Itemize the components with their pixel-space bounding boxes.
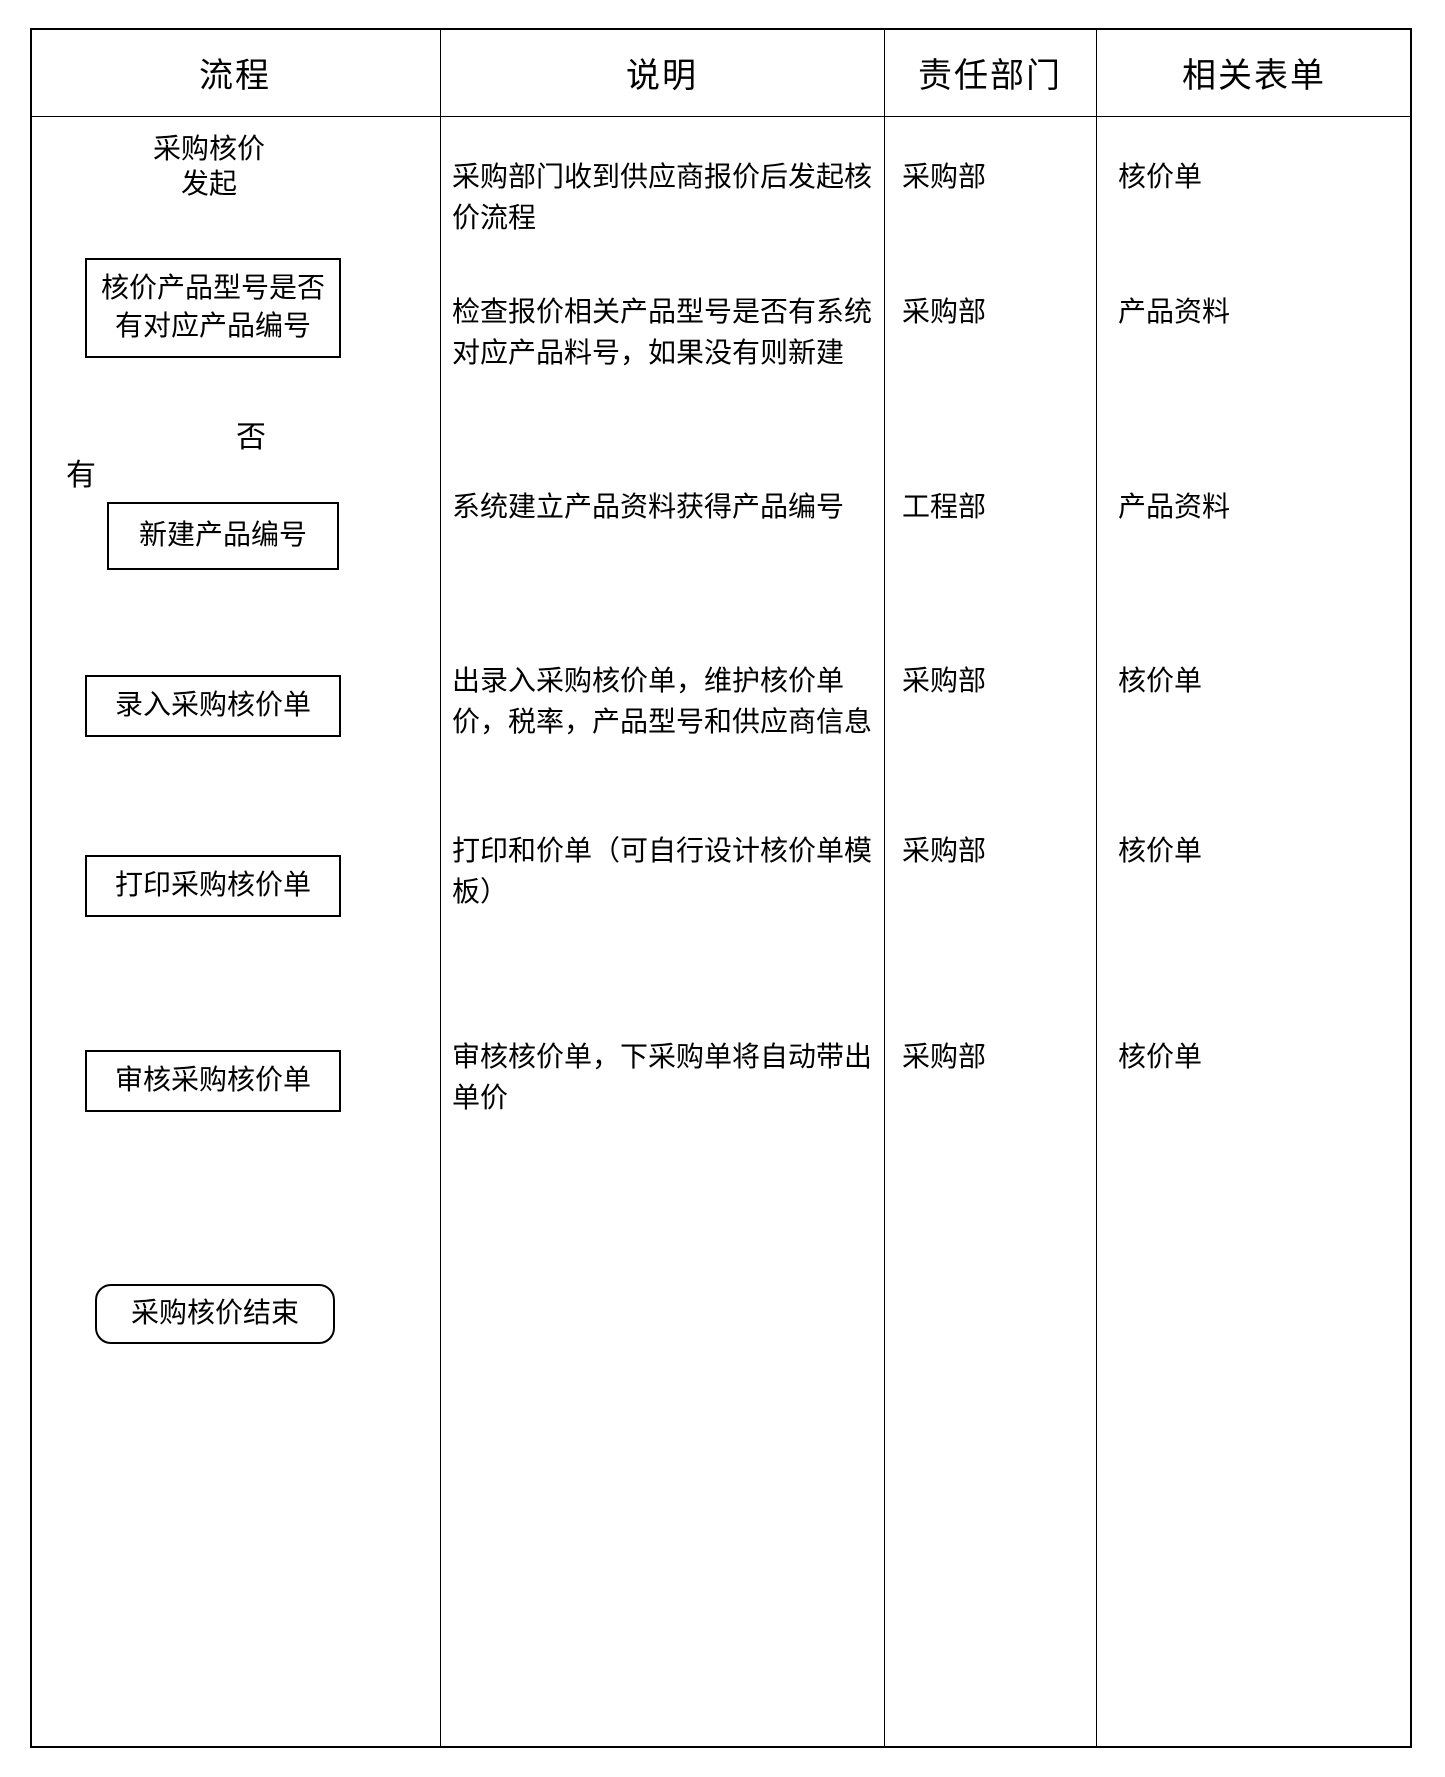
column-divider-1: [440, 28, 441, 1748]
row-form: 核价单: [1118, 666, 1203, 697]
node-print-price: 打印采购核价单: [85, 855, 341, 917]
row-form: 核价单: [1118, 162, 1203, 193]
table-header-row: 流程 说明 责任部门 相关表单: [30, 28, 1412, 117]
row-form: 产品资料: [1118, 297, 1231, 328]
node-start: 采购核价 发起: [152, 134, 265, 200]
row-description: 系统建立产品资料获得产品编号: [452, 492, 845, 523]
edge-label-no: 否: [236, 421, 266, 454]
row-description: 出录入采购核价单，维护核价单价，税率，产品型号和供应商信息: [452, 666, 873, 738]
node-review-price: 审核采购核价单: [85, 1050, 341, 1112]
row-description: 检查报价相关产品型号是否有系统对应产品料号，如果没有则新建: [452, 297, 873, 369]
row-department: 采购部: [902, 1042, 987, 1073]
header-description: 说明: [626, 57, 698, 95]
header-department: 责任部门: [918, 57, 1062, 95]
column-divider-3: [1096, 28, 1097, 1748]
edge-label-yes: 有: [66, 459, 96, 492]
row-description: 审核核价单，下采购单将自动带出单价: [452, 1042, 873, 1114]
row-department: 采购部: [902, 297, 987, 328]
row-department: 采购部: [902, 162, 987, 193]
row-department: 采购部: [902, 836, 987, 867]
row-department: 工程部: [902, 492, 987, 523]
node-enter-price: 录入采购核价单: [85, 675, 341, 737]
node-decision: 核价产品型号是否 有对应产品编号: [85, 258, 341, 358]
header-forms: 相关表单: [1182, 57, 1326, 95]
row-form: 核价单: [1118, 836, 1203, 867]
row-form: 产品资料: [1118, 492, 1231, 523]
row-form: 核价单: [1118, 1042, 1203, 1073]
node-end: 采购核价结束: [95, 1284, 335, 1344]
node-create-product: 新建产品编号: [107, 502, 339, 570]
column-divider-2: [884, 28, 885, 1748]
row-description: 打印和价单（可自行设计核价单模板）: [452, 836, 873, 908]
row-department: 采购部: [902, 666, 987, 697]
row-description: 采购部门收到供应商报价后发起核价流程: [452, 162, 873, 234]
header-process: 流程: [199, 57, 271, 95]
